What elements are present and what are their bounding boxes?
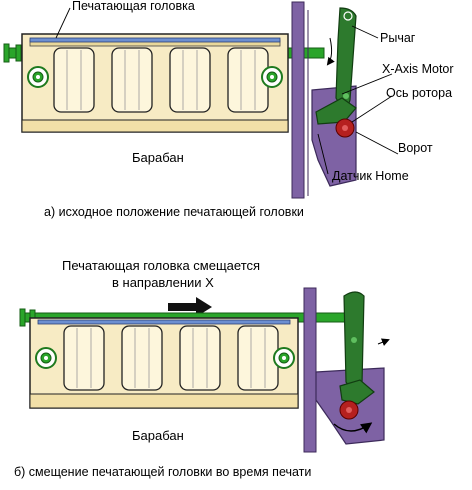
top-label-home-sensor: Датчик Home bbox=[332, 169, 409, 183]
top-caption: а) исходное положение печатающей головки bbox=[44, 205, 304, 219]
top-printhead-bar bbox=[29, 37, 281, 43]
bottom-lever bbox=[339, 291, 375, 405]
top-label-gate: Ворот bbox=[398, 141, 433, 155]
top-assembly: Печатающая головка Рычаг X-Axis Motor Ос… bbox=[3, 0, 454, 219]
bottom-rotation-arrow bbox=[333, 422, 373, 434]
top-label-lever: Рычаг bbox=[380, 31, 416, 45]
top-label-motor: X-Axis Motor bbox=[382, 62, 454, 76]
bottom-hub-right bbox=[273, 347, 295, 369]
bottom-printhead-bar bbox=[37, 319, 291, 325]
top-hub-right bbox=[261, 66, 283, 88]
bottom-gate bbox=[339, 400, 359, 420]
bottom-title-line1: Печатающая головка смещается bbox=[62, 258, 260, 273]
bottom-drum-panels bbox=[63, 325, 279, 391]
top-drum bbox=[21, 33, 289, 133]
top-label-drum: Барабан bbox=[132, 150, 184, 165]
bottom-drum bbox=[29, 317, 299, 409]
top-frame-plate bbox=[291, 1, 305, 199]
top-gate bbox=[335, 118, 355, 138]
top-hub-left bbox=[27, 66, 49, 88]
bottom-caption: б) смещение печатающей головки во время … bbox=[14, 465, 311, 479]
bottom-title-line2: в направлении Х bbox=[112, 275, 214, 290]
bottom-direction-arrow bbox=[168, 297, 212, 317]
bottom-frame-plate bbox=[303, 287, 317, 453]
top-lever bbox=[315, 7, 357, 125]
bottom-hub-left bbox=[35, 347, 57, 369]
bottom-assembly: Печатающая головка смещается в направлен… bbox=[14, 258, 390, 479]
bottom-label-drum: Барабан bbox=[132, 428, 184, 443]
top-leader-lines bbox=[55, 7, 399, 175]
top-label-printhead: Печатающая головка bbox=[72, 0, 195, 13]
top-label-rotor-axis: Ось ротора bbox=[386, 86, 452, 100]
top-drum-panels bbox=[53, 47, 269, 113]
